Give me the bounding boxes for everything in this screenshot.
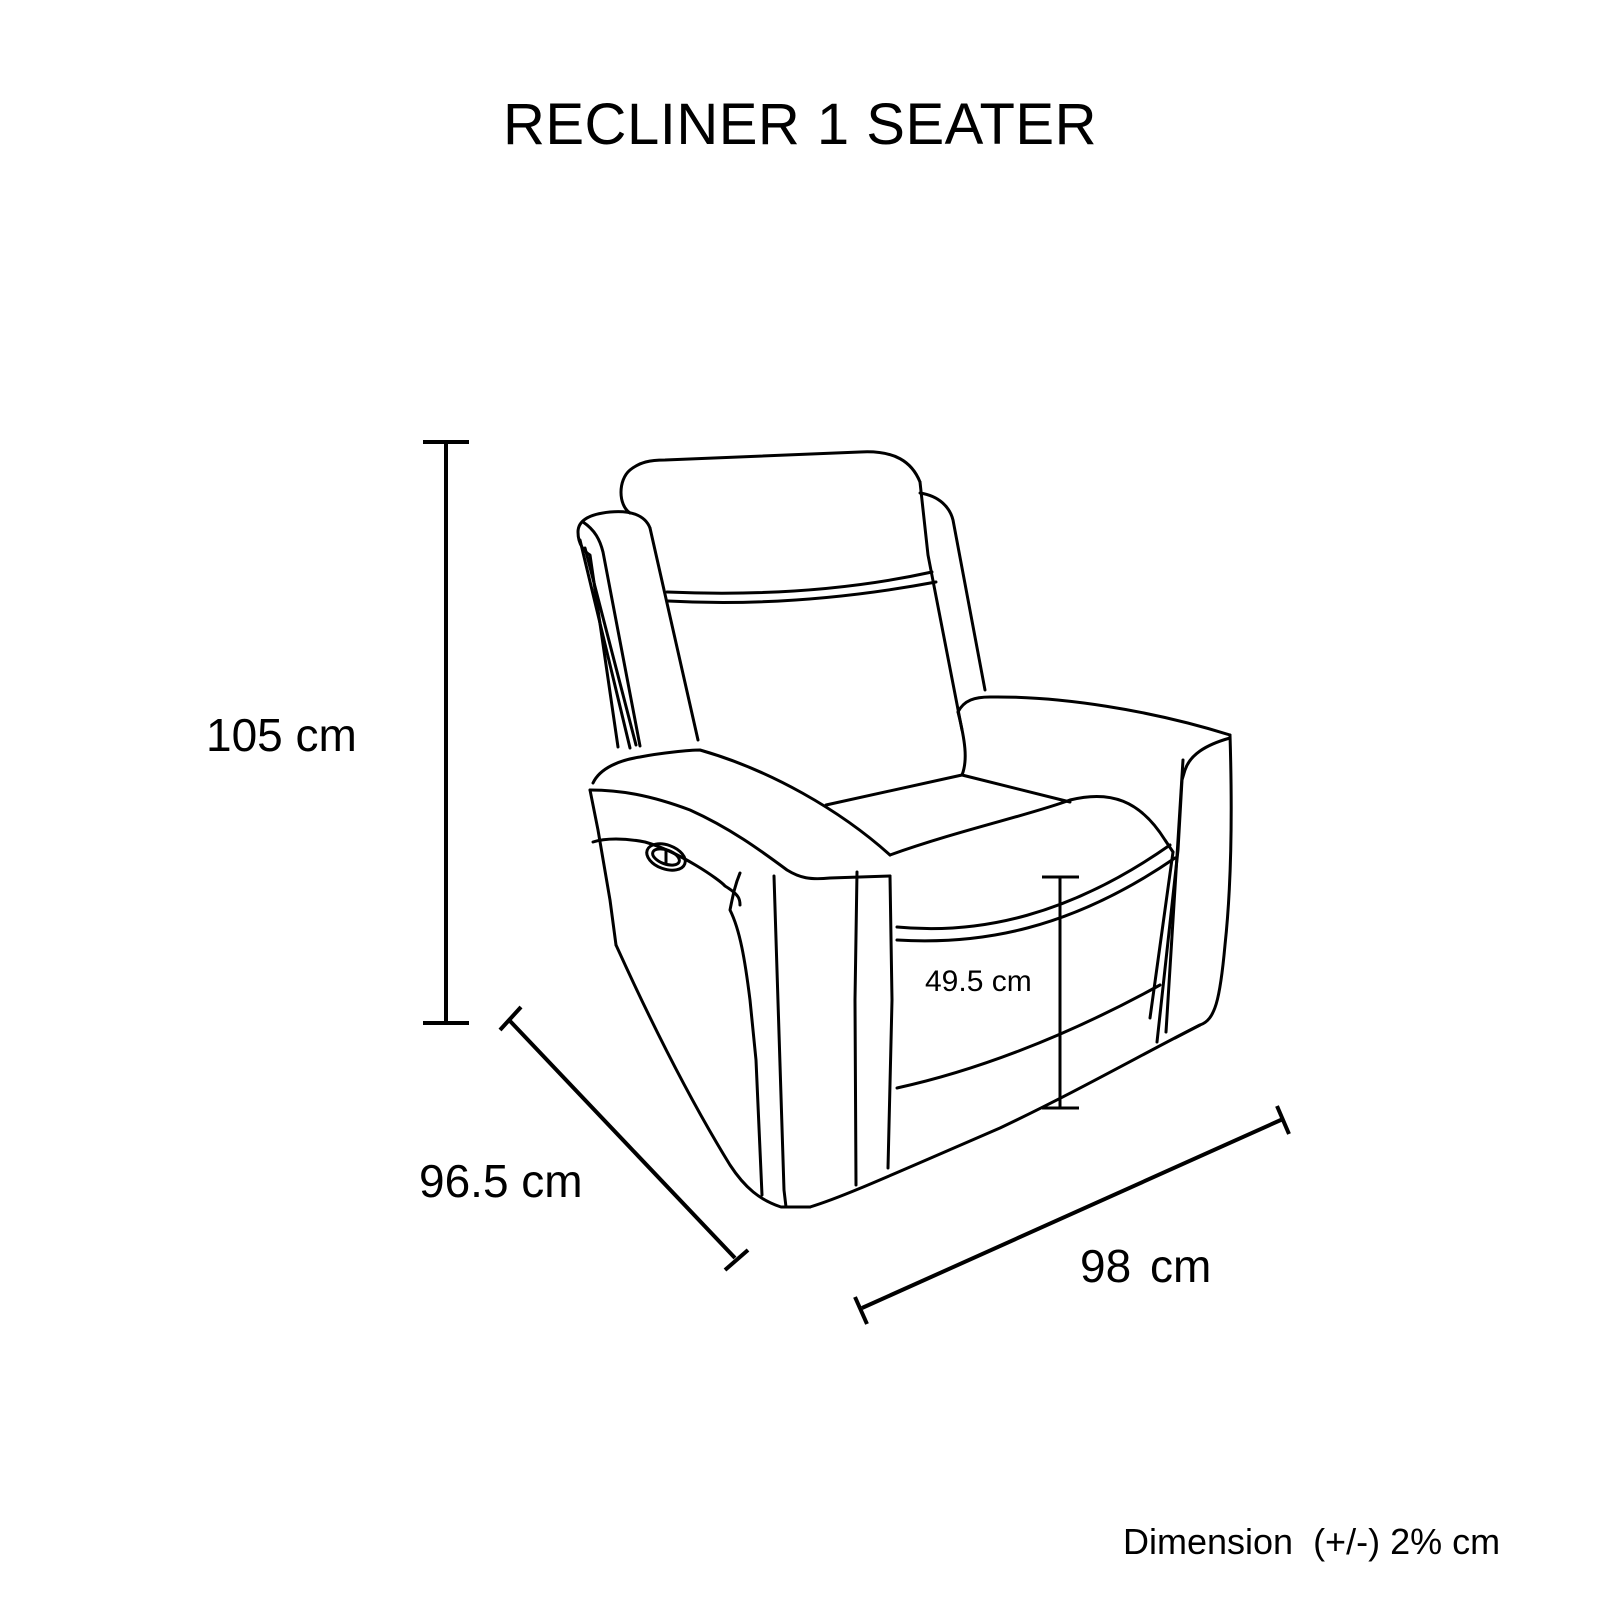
left-arm-front-line-3 xyxy=(886,874,894,1170)
right-arm-top xyxy=(956,695,1232,737)
seat-cushion-seam-bottom xyxy=(895,856,1177,943)
depth-dimension-line xyxy=(498,1005,750,1272)
height-dimension-line xyxy=(423,440,469,1025)
left-wing-inner-2 xyxy=(583,546,638,747)
right-arm-front-line-2 xyxy=(1155,778,1184,1044)
backrest-top xyxy=(619,450,922,515)
power-button-inner xyxy=(651,847,681,867)
base-bottom-line xyxy=(808,1023,1202,1209)
width-dimension-line xyxy=(853,1105,1291,1325)
left-arm-front-face xyxy=(588,788,618,947)
diagram-title: RECLINER 1 SEATER xyxy=(502,92,1098,157)
left-wing-inner-1 xyxy=(578,538,632,750)
backrest-left-edge xyxy=(648,526,700,742)
left-arm-side-slant xyxy=(614,943,812,1209)
left-arm-front-line-1 xyxy=(772,874,788,1209)
footrest-seam xyxy=(895,983,1162,1090)
right-wing xyxy=(918,491,987,692)
backrest-right-edge xyxy=(918,480,964,732)
seat-back-junction xyxy=(824,773,1072,807)
right-arm-inner xyxy=(956,710,967,777)
left-arm-front-line-2 xyxy=(853,870,859,1187)
height-label: 105 cm xyxy=(206,709,357,761)
seat-height-dimension-line xyxy=(1042,875,1079,1110)
width-label: 98 cm xyxy=(1080,1240,1212,1292)
left-arm-side-seam xyxy=(591,837,742,907)
dimension-tolerance-note: Dimension (+/-) 2% cm xyxy=(1123,1521,1501,1562)
seat-height-label: 49.5 cm xyxy=(925,965,1032,998)
left-arm-top xyxy=(591,748,892,857)
recliner-chair-drawing xyxy=(576,450,1233,1209)
seat-front-right xyxy=(1148,850,1175,1020)
power-button-outer xyxy=(645,842,687,872)
right-arm-front-top xyxy=(1180,736,1232,782)
seat-cushion-seam-top xyxy=(895,843,1172,931)
depth-label: 96.5 cm xyxy=(419,1155,583,1207)
left-arm-front-top xyxy=(588,788,892,881)
backrest-seam-bottom xyxy=(666,580,938,604)
left-wing-outer xyxy=(576,510,652,749)
left-wing-face xyxy=(581,520,642,748)
right-arm-front-outer xyxy=(1173,733,1233,1040)
seat-cushion-top xyxy=(888,794,1175,857)
left-arm-edge-curve xyxy=(728,871,764,1197)
dimension-lines xyxy=(423,440,1291,1325)
backrest-seam-top xyxy=(665,570,934,595)
